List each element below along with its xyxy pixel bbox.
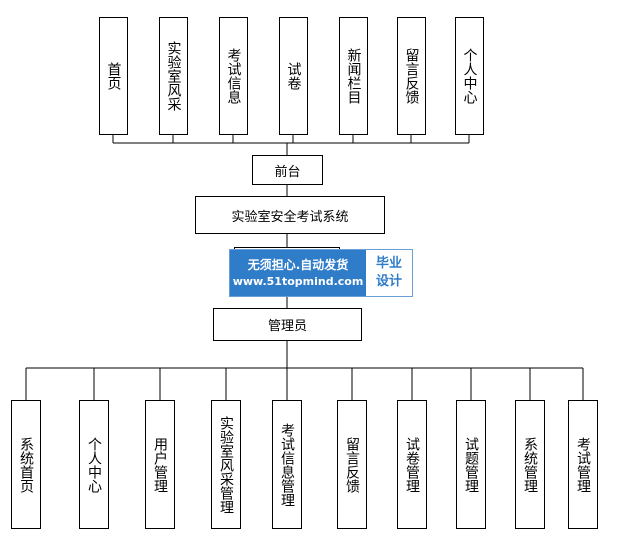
watermark-side-line1: 毕业 — [375, 256, 402, 271]
front-module-label: 新闻栏目 — [345, 48, 362, 104]
front-module-label: 试卷 — [285, 62, 302, 90]
admin-module-label: 系统管理 — [522, 436, 538, 493]
front-module-label: 首页 — [105, 62, 122, 90]
front-module-home: 首页 — [99, 17, 128, 135]
admin-node-label: 管理员 — [267, 319, 307, 334]
front-module-feedback: 留言反馈 — [397, 17, 426, 135]
front-node: 前台 — [252, 155, 323, 185]
admin-module-system: 系统管理 — [515, 400, 545, 529]
admin-module-users: 用户管理 — [145, 400, 175, 529]
front-module-label: 考试信息 — [225, 48, 242, 104]
front-module-label: 实验室风采 — [165, 41, 182, 111]
admin-module-label: 用户管理 — [152, 436, 168, 493]
front-node-label: 前台 — [274, 164, 301, 180]
admin-module-label: 试题管理 — [463, 436, 479, 493]
admin-module-label: 试卷管理 — [404, 436, 420, 493]
admin-module-lab-showcase: 实验室风采管理 — [211, 400, 241, 529]
admin-module-questions: 试题管理 — [456, 400, 486, 529]
front-module-lab-showcase: 实验室风采 — [159, 17, 188, 135]
front-module-label: 个人中心 — [461, 48, 478, 104]
admin-module-exam-info: 考试信息管理 — [272, 400, 302, 529]
front-module-profile: 个人中心 — [455, 17, 484, 135]
watermark-banner: 无须担心.自动发货 www.51topmind.com 毕业 设计 — [229, 249, 413, 297]
admin-module-feedback: 留言反馈 — [337, 400, 367, 529]
admin-module-label: 系统首页 — [18, 436, 34, 493]
admin-module-label: 个人中心 — [86, 436, 102, 493]
admin-module-profile: 个人中心 — [79, 400, 109, 529]
front-module-paper: 试卷 — [279, 17, 308, 135]
watermark-main: 无须担心.自动发货 www.51topmind.com — [230, 250, 366, 296]
admin-module-papers: 试卷管理 — [397, 400, 427, 529]
admin-module-label: 考试管理 — [575, 436, 591, 493]
watermark-url: www.51topmind.com — [232, 275, 364, 288]
front-module-exam-info: 考试信息 — [219, 17, 248, 135]
watermark-side-line2: 设计 — [375, 274, 402, 289]
admin-module-label: 留言反馈 — [344, 436, 360, 493]
watermark-side: 毕业 设计 — [366, 250, 412, 296]
admin-module-home: 系统首页 — [11, 400, 41, 529]
admin-module-label: 考试信息管理 — [279, 422, 295, 507]
watermark-slogan: 无须担心.自动发货 — [247, 258, 349, 272]
system-node-label: 实验室安全考试系统 — [231, 209, 349, 225]
admin-module-exams: 考试管理 — [568, 400, 598, 529]
admin-module-label: 实验室风采管理 — [218, 415, 234, 514]
system-node: 实验室安全考试系统 — [195, 196, 385, 234]
front-module-news: 新闻栏目 — [339, 17, 368, 135]
front-module-label: 留言反馈 — [403, 48, 420, 104]
admin-node: 管理员 — [213, 308, 362, 341]
